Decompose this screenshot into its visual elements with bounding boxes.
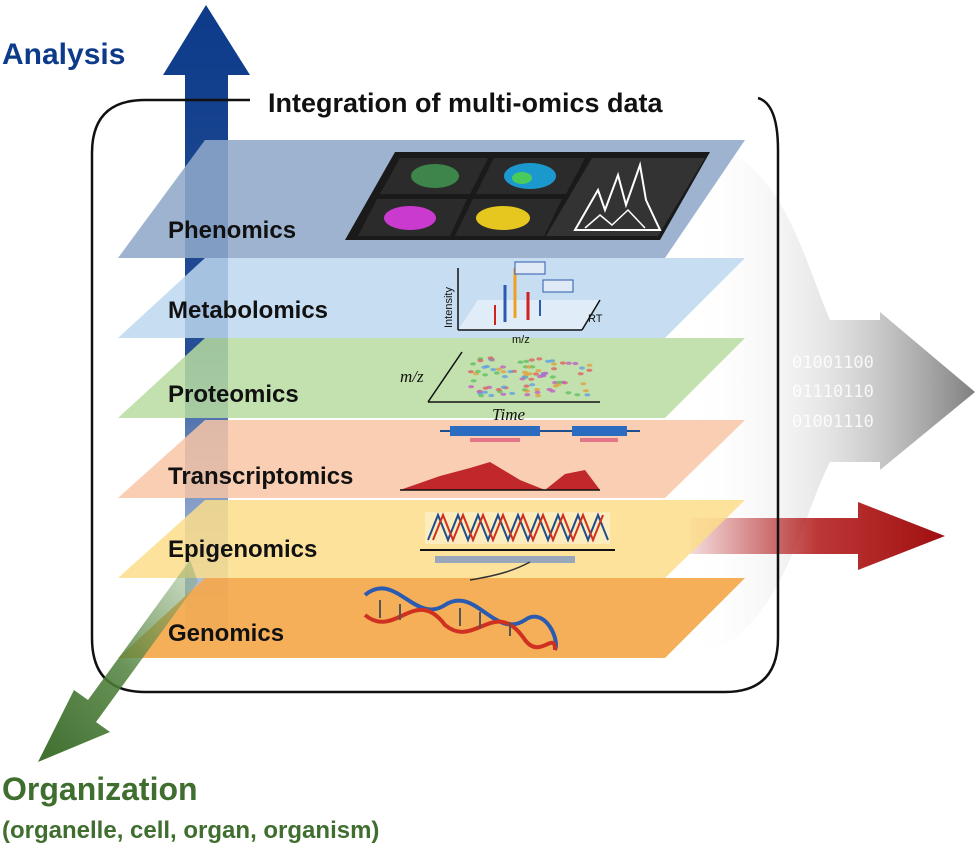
proteomics-dot <box>490 368 497 372</box>
proteomics-dot <box>525 365 532 369</box>
proteomics-scatter: m/z Time <box>400 351 600 424</box>
transcriptomics-track <box>400 426 640 491</box>
proteomics-dot <box>546 387 553 392</box>
proteomics-dot <box>495 388 502 392</box>
proteomics-dot <box>536 357 543 361</box>
proteomics-dot <box>572 361 579 366</box>
proteomics-dot <box>580 382 587 386</box>
proteomics-dot <box>500 370 507 374</box>
layer-epigenomics <box>118 500 745 578</box>
binary-line: 01110110 <box>792 382 874 402</box>
rt-axis-label: RT <box>588 313 603 325</box>
proteomics-dot <box>551 367 557 371</box>
output-red-arrow <box>690 502 945 570</box>
proteomics-dot <box>482 386 489 390</box>
proteomics-dot <box>565 391 572 395</box>
proteomics-dot <box>476 389 483 394</box>
layer-labels: Phenomics Metabolomics Proteomics Transc… <box>168 217 353 647</box>
proteomics-label: Proteomics <box>168 381 299 408</box>
proteomics-dot <box>577 372 584 376</box>
proteomics-dot <box>500 365 506 369</box>
proteomics-dot <box>528 377 535 381</box>
phenomics-image-panel <box>345 152 710 240</box>
proteomics-dot <box>517 360 524 364</box>
proteomics-dot <box>524 389 530 393</box>
proteomics-dot <box>467 370 474 374</box>
layer-metabolomics <box>118 258 745 338</box>
proteomics-dot <box>470 379 477 383</box>
proteomics-dot <box>468 385 475 389</box>
metabolomics-spectrum: Intensity m/z RT <box>443 261 603 346</box>
proteomics-dot <box>477 359 484 363</box>
integration-frame <box>90 96 780 694</box>
analysis-label: Analysis <box>2 38 125 71</box>
metabolomics-label: Metabolomics <box>168 297 328 324</box>
proteomics-dot <box>582 389 589 393</box>
proteomics-dot <box>509 391 516 395</box>
genomics-label: Genomics <box>168 620 284 647</box>
proteomics-dot <box>586 368 593 372</box>
proteomics-dot <box>529 383 536 387</box>
proteomics-dot <box>482 390 488 394</box>
proteomics-dot <box>524 393 531 397</box>
proteomics-dot <box>526 372 533 376</box>
proteomics-dot <box>528 358 535 362</box>
proteomics-dots <box>467 356 593 398</box>
layer-proteomics <box>118 338 745 418</box>
proteomics-dot <box>586 363 593 367</box>
dna-helix <box>363 561 558 651</box>
intensity-axis-label: Intensity <box>443 287 455 328</box>
binary-stream: 01001100 01110110 01001110 <box>792 353 874 432</box>
transcriptomics-label: Transcriptomics <box>168 463 353 490</box>
epigenomics-track <box>420 512 615 563</box>
proteomics-dot <box>535 394 542 398</box>
proteomics-dot <box>551 362 557 366</box>
proteomics-dot <box>493 371 500 375</box>
mz-italic-label: m/z <box>400 367 424 386</box>
proteomics-dot <box>579 366 585 370</box>
proteomics-dot <box>521 370 528 374</box>
proteomics-dot <box>501 375 508 379</box>
proteomics-dot <box>475 369 481 374</box>
proteomics-dot <box>500 392 507 396</box>
binary-line: 01001110 <box>792 412 874 432</box>
time-label: Time <box>492 405 526 424</box>
proteomics-dot <box>495 367 502 371</box>
proteomics-dot <box>535 369 542 373</box>
proteomics-dot <box>540 374 547 378</box>
proteomics-dot <box>488 393 495 398</box>
phenomics-label: Phenomics <box>168 217 296 244</box>
proteomics-dot <box>549 375 556 379</box>
proteomics-dot <box>565 361 572 365</box>
proteomics-dot <box>523 359 530 363</box>
proteomics-dot <box>534 388 541 392</box>
proteomics-dot <box>574 393 581 397</box>
organization-label: Organization <box>2 771 198 807</box>
mz-axis-label: m/z <box>512 334 530 346</box>
proteomics-dot <box>484 364 490 369</box>
proteomics-dot <box>500 385 507 389</box>
layer-genomics <box>118 578 745 658</box>
proteomics-dot <box>556 380 563 384</box>
proteomics-dot <box>584 393 591 397</box>
diagram-title: Integration of multi-omics data <box>268 88 664 118</box>
epigenomics-label: Epigenomics <box>168 536 317 563</box>
proteomics-dot <box>545 359 551 363</box>
proteomics-dot <box>523 384 530 388</box>
proteomics-dot <box>470 362 476 366</box>
organization-sublabel: (organelle, cell, organ, organism) <box>2 817 379 844</box>
proteomics-dot <box>507 370 514 374</box>
organization-arrow <box>38 560 198 762</box>
proteomics-dot <box>478 394 485 398</box>
proteomics-dot <box>534 390 541 394</box>
title-backdrop <box>256 82 756 118</box>
proteomics-dot <box>559 361 566 365</box>
proteomics-dot <box>482 373 489 377</box>
binary-line: 01001100 <box>792 353 874 373</box>
proteomics-dot <box>533 372 539 376</box>
proteomics-dot <box>487 356 494 360</box>
